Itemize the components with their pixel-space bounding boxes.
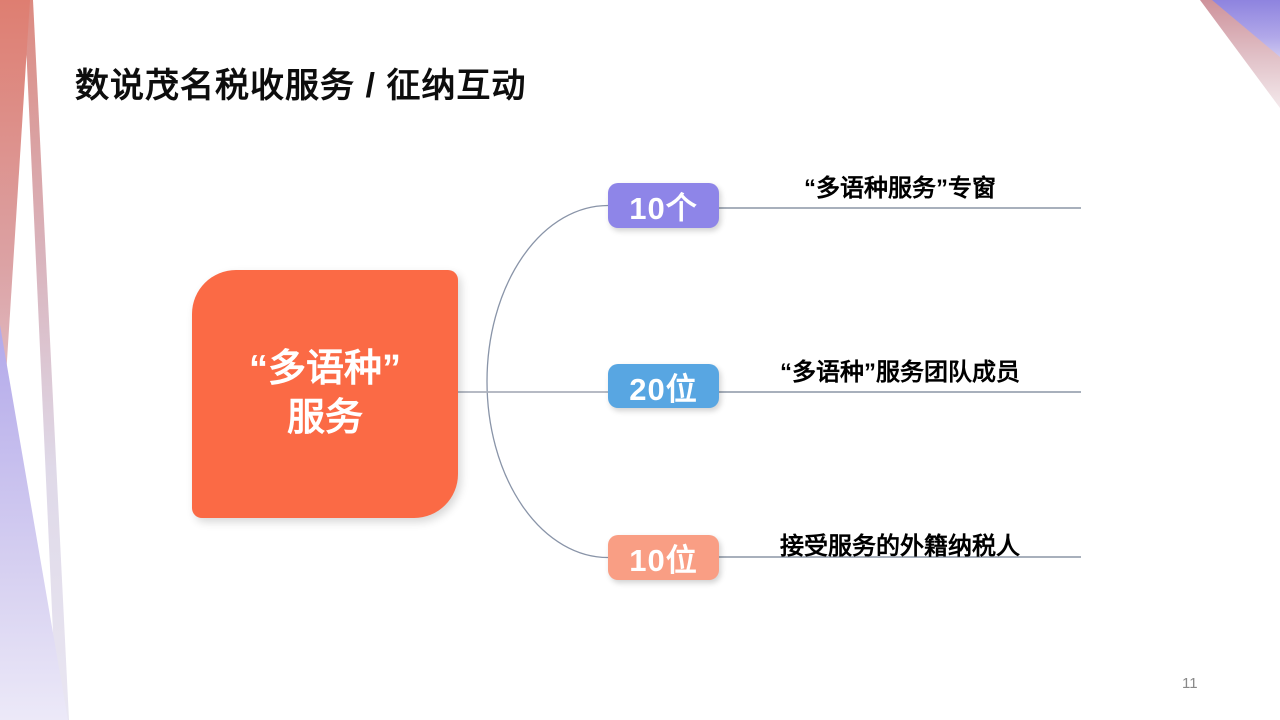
slide-title: 数说茂名税收服务 / 征纳互动 — [75, 67, 527, 105]
root-node-label-line1: “多语种” — [248, 348, 401, 390]
page-number: 11 — [1182, 675, 1198, 692]
branch-label-3: 接受服务的外籍纳税人 — [780, 533, 1020, 560]
branch-label-1: “多语种服务”专窗 — [804, 175, 996, 202]
branch-badge-count-2: 20位 — [608, 364, 719, 408]
root-node: “多语种” 服务 — [192, 270, 458, 518]
branch-label-2: “多语种”服务团队成员 — [780, 359, 1020, 386]
branch-arc — [486, 204, 609, 559]
root-node-label-line2: 服务 — [286, 397, 363, 439]
branch-badge-count-1: 10个 — [608, 183, 719, 228]
branch-badge-count-3: 10位 — [608, 535, 719, 580]
